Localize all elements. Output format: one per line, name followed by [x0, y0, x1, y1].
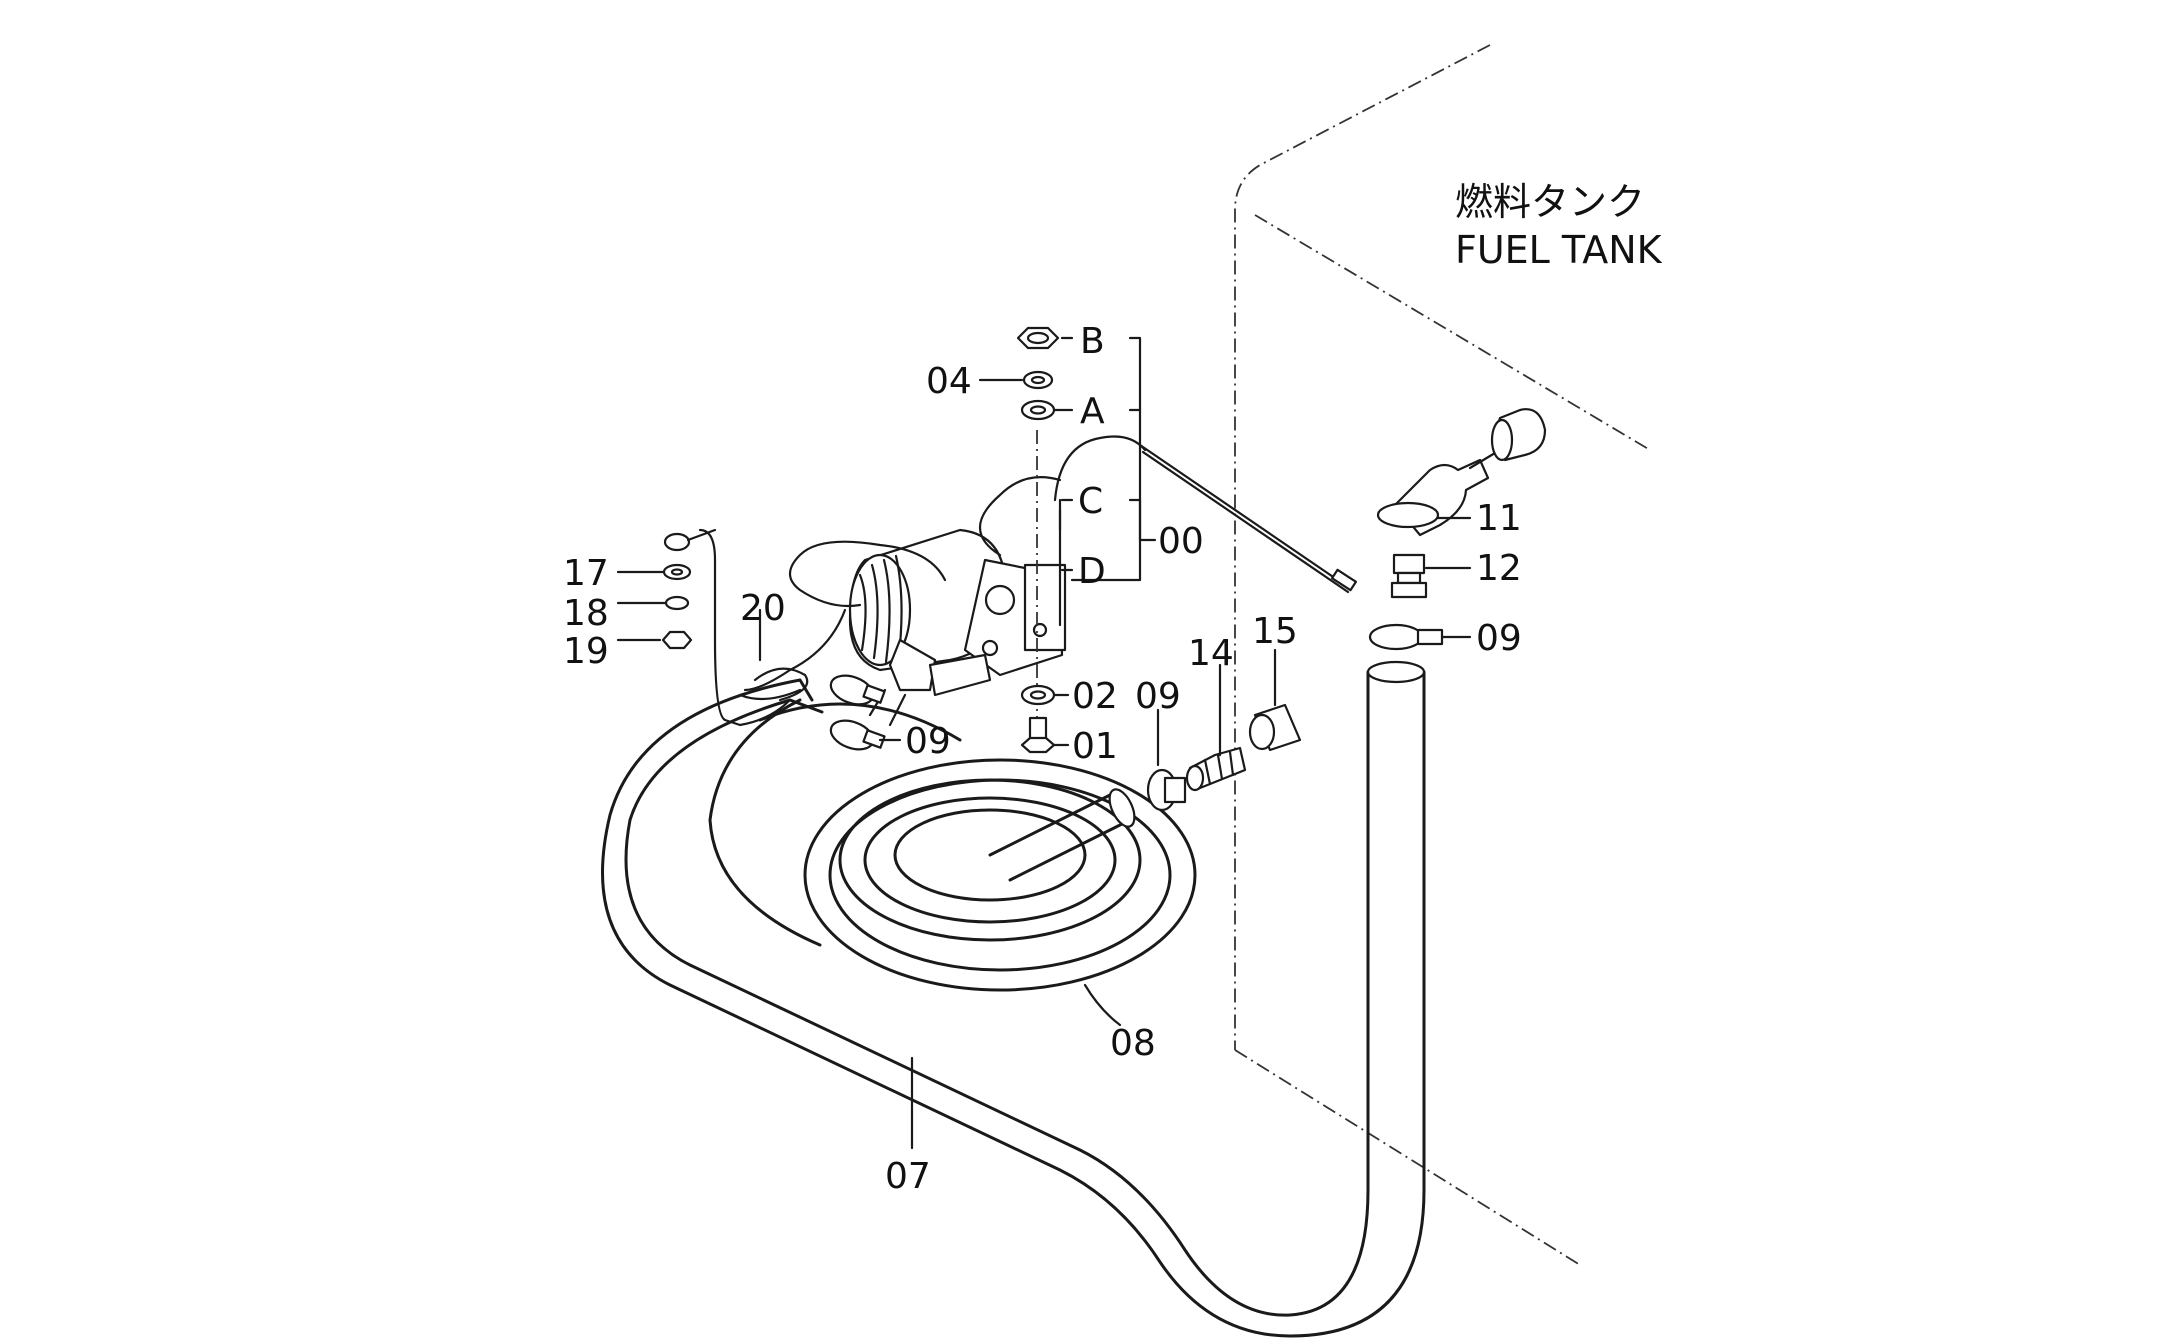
callout-14: 14 — [1188, 633, 1234, 674]
callout-leaders — [978, 336, 1157, 747]
callout-c: C — [1078, 481, 1103, 522]
ring-terminal — [663, 528, 717, 552]
washer-a — [1020, 399, 1056, 421]
callout-04: 04 — [926, 361, 972, 402]
callout-17: 17 — [563, 553, 609, 594]
callout-08: 08 — [1110, 1023, 1156, 1064]
callout-b: B — [1080, 321, 1105, 362]
fuel-tank-outline — [1234, 44, 1651, 1266]
fuel-tank-label: 燃料タンク FUEL TANK — [1455, 180, 1663, 272]
left-leaders — [616, 570, 667, 642]
callout-02: 02 — [1072, 676, 1118, 717]
washer-04 — [1022, 370, 1054, 390]
callout-20: 20 — [740, 588, 786, 629]
washer-02 — [1020, 684, 1056, 706]
clamp-09-left — [829, 674, 902, 751]
callout-00: 00 — [1158, 521, 1204, 562]
hose-08 — [758, 702, 1197, 992]
callout-19: 19 — [563, 631, 609, 672]
collar-15 — [1248, 648, 1302, 752]
callout-01: 01 — [1072, 726, 1118, 767]
hose-07 — [601, 660, 1426, 1338]
nut-19 — [661, 630, 693, 650]
callout-15: 15 — [1252, 611, 1298, 652]
fuel-tank-label-english: FUEL TANK — [1455, 228, 1663, 272]
callout-09-right: 09 — [1476, 618, 1522, 659]
washer-17 — [662, 563, 692, 581]
fuel-tank-label-japanese: 燃料タンク — [1455, 180, 1645, 224]
fitting-14 — [1185, 663, 1247, 792]
clamp-09-right — [1368, 623, 1472, 651]
lock-washer-18 — [664, 595, 690, 611]
callout-labels: B 04 A C 00 D 02 01 09 14 15 09 11 12 09… — [563, 321, 1522, 1197]
bolt-01 — [1020, 716, 1056, 754]
callout-07: 07 — [885, 1156, 931, 1197]
bottom-leaders — [758, 608, 1122, 1150]
callout-12: 12 — [1476, 548, 1522, 589]
callout-11: 11 — [1476, 498, 1522, 539]
clamp-09-mid — [1146, 708, 1187, 812]
callout-09-left: 09 — [905, 721, 951, 762]
callout-18: 18 — [563, 593, 609, 634]
callout-a: A — [1080, 391, 1105, 432]
elbow-fitting-11 — [1376, 408, 1547, 537]
callout-09-mid: 09 — [1135, 676, 1181, 717]
nut-b — [1016, 326, 1060, 350]
callout-d: D — [1078, 551, 1106, 592]
nipple-12 — [1390, 553, 1472, 599]
